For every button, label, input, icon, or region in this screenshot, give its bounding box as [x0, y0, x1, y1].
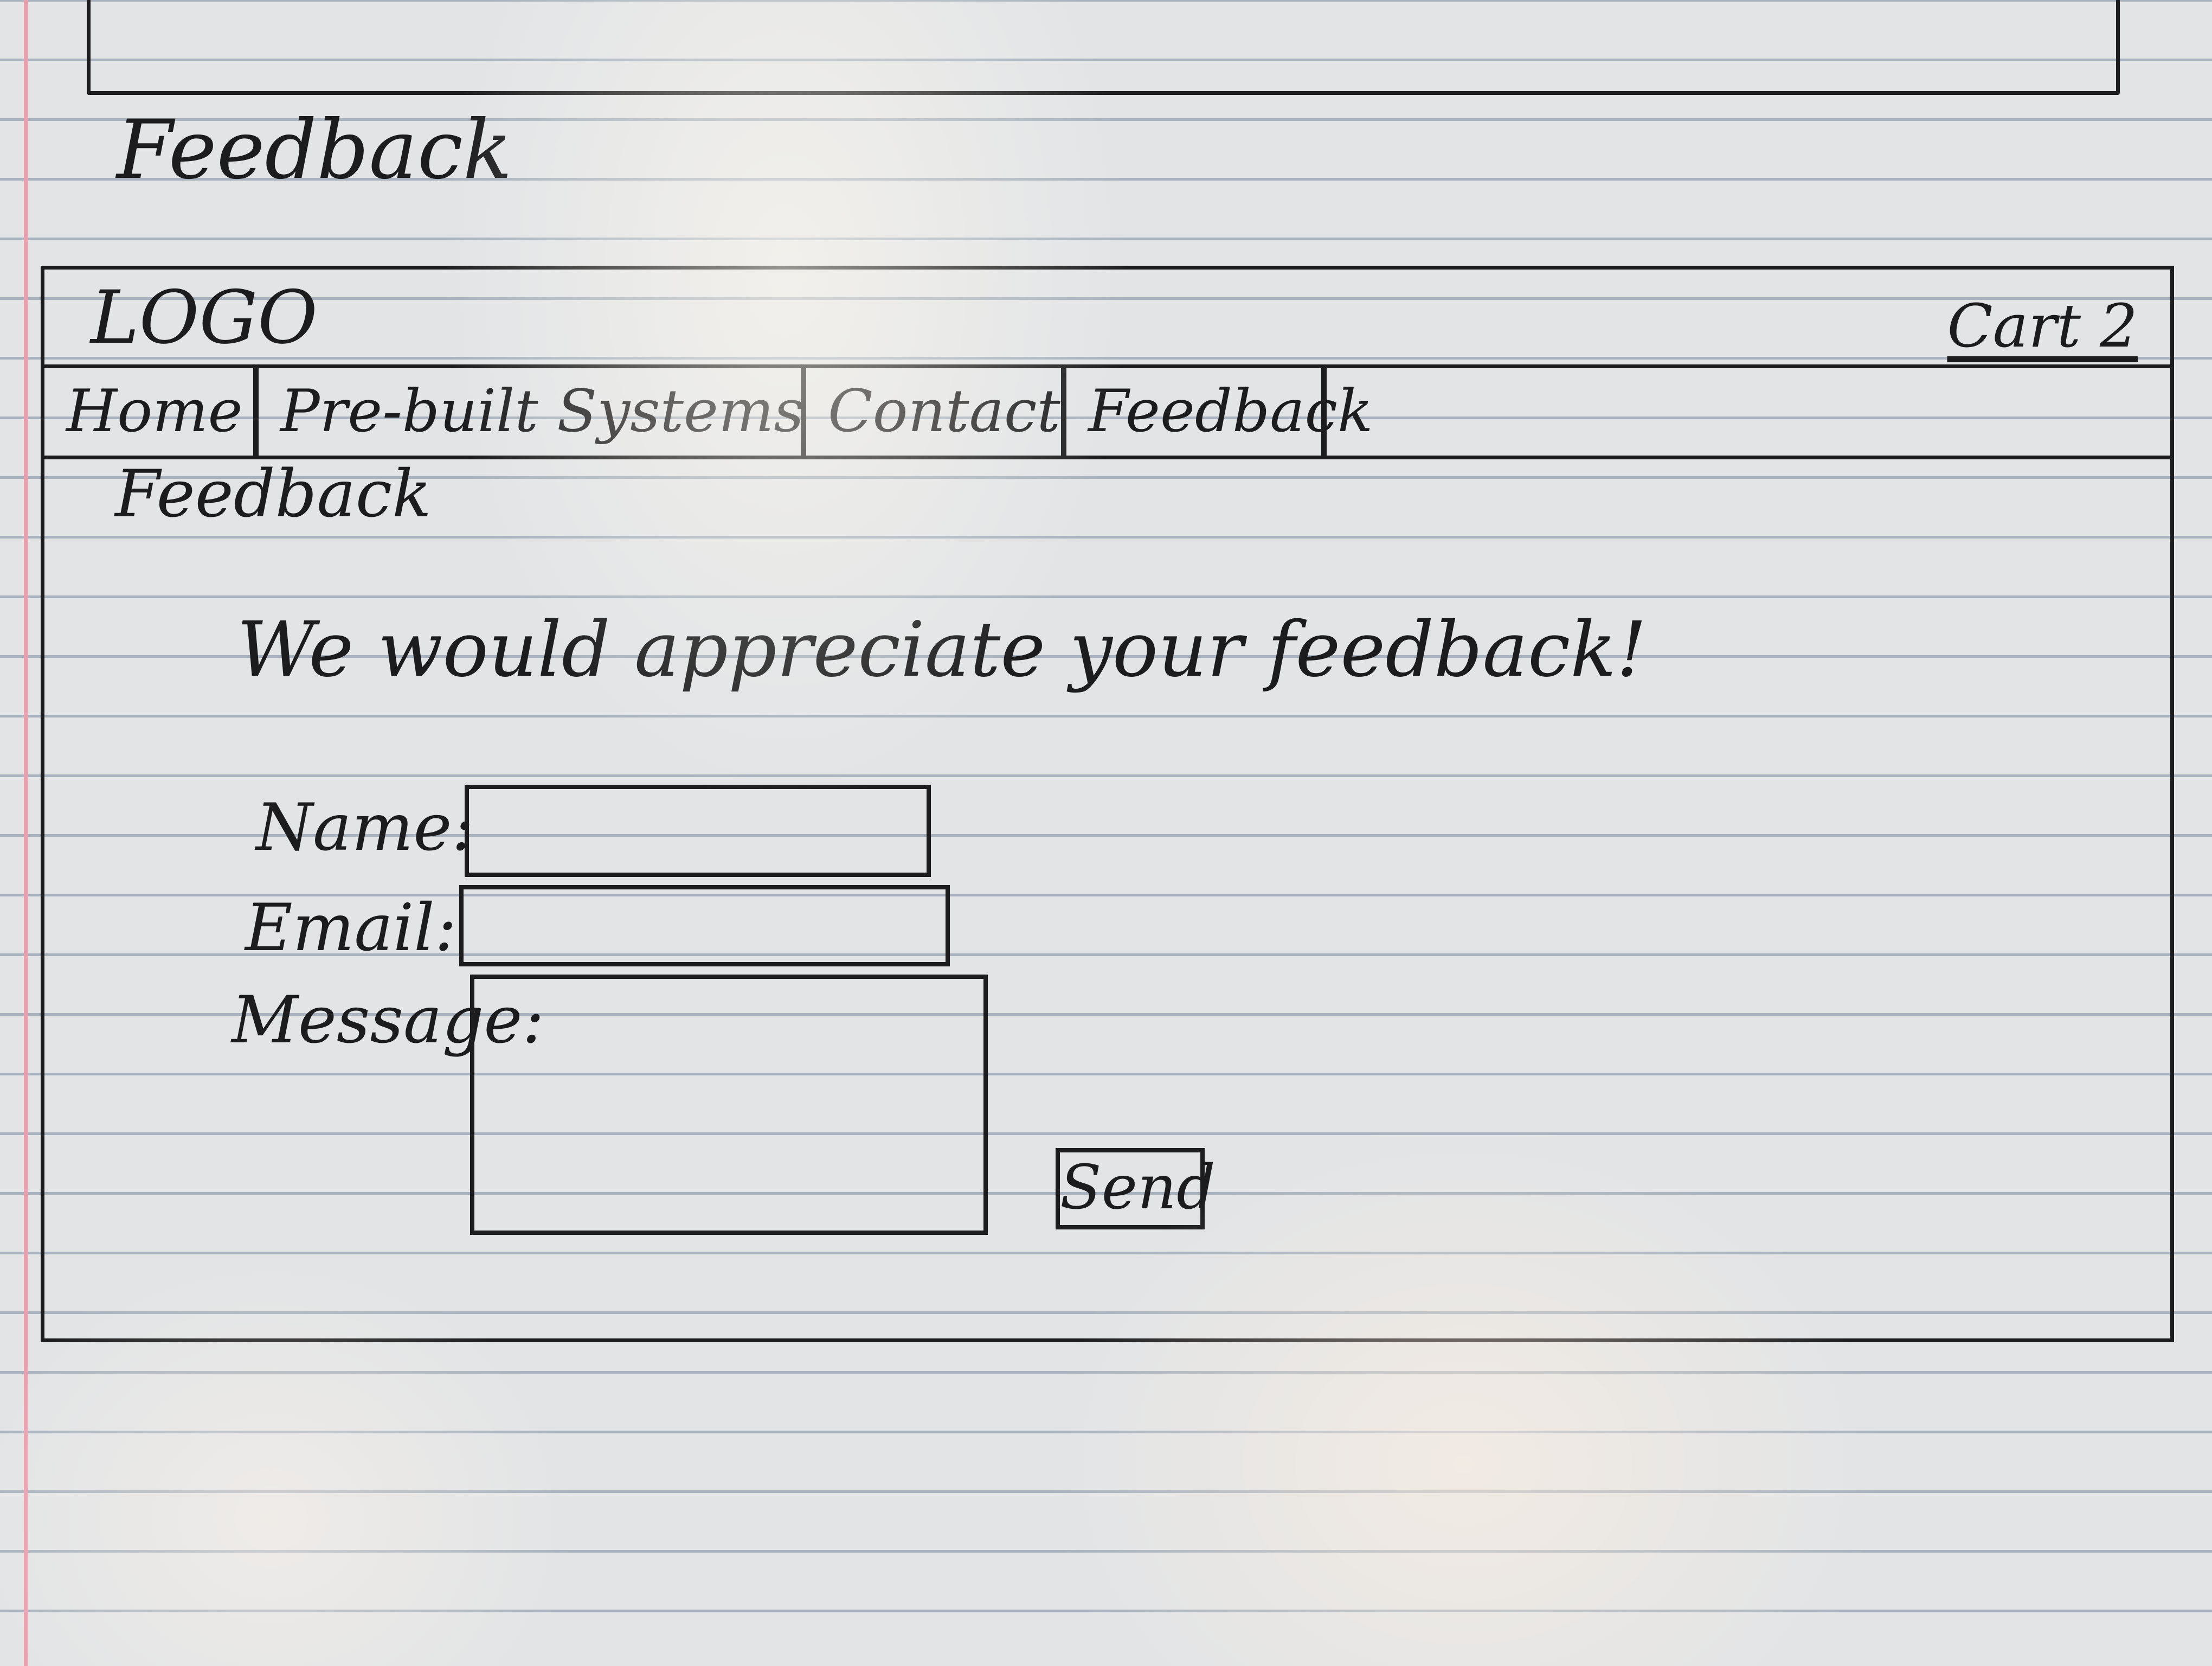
previous-wireframe-frame: [87, 0, 2120, 95]
nav-bar: Home Pre-built Systems Contact Feedback: [44, 364, 2170, 459]
name-label: Name:: [256, 790, 474, 866]
email-field[interactable]: [459, 885, 950, 966]
nav-item-home[interactable]: Home: [44, 368, 259, 456]
cart-link[interactable]: Cart 2: [1947, 291, 2138, 361]
email-label: Email:: [245, 890, 457, 966]
logo[interactable]: LOGO: [91, 275, 318, 360]
margin-line: [24, 0, 28, 1666]
nav-item-contact[interactable]: Contact: [806, 368, 1066, 456]
intro-text: We would appreciate your feedback!: [237, 606, 1647, 694]
name-field[interactable]: [465, 785, 931, 877]
page-heading: Feedback: [115, 457, 432, 532]
nav-item-pre-built-systems[interactable]: Pre-built Systems: [259, 368, 806, 456]
message-field[interactable]: [470, 975, 988, 1235]
send-button[interactable]: Send: [1056, 1148, 1216, 1229]
wireframe-browser-frame: LOGO Cart 2 Home Pre-built Systems Conta…: [41, 266, 2174, 1342]
sheet-title: Feedback: [117, 103, 512, 197]
nav-item-feedback[interactable]: Feedback: [1066, 368, 1373, 456]
